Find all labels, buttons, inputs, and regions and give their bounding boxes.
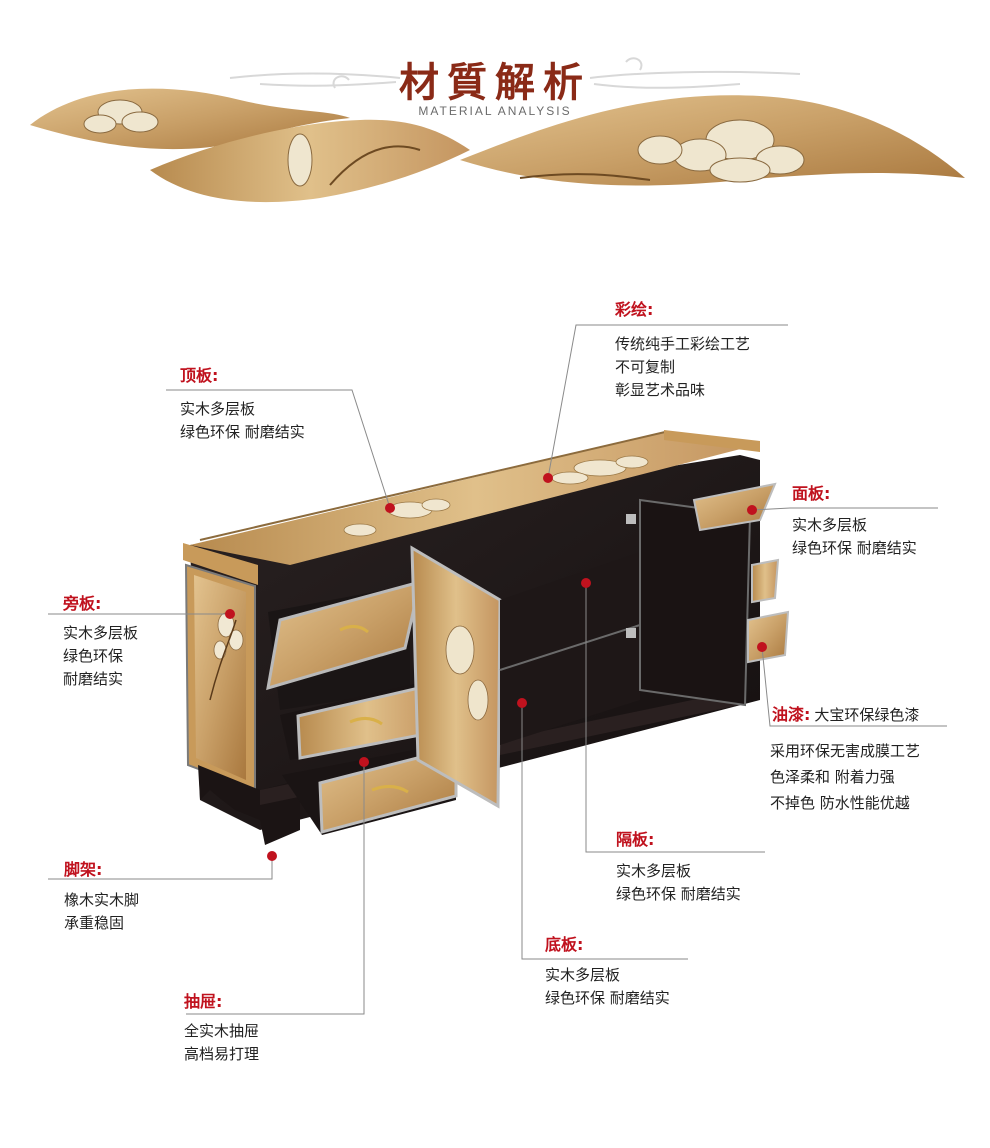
- callout-side-panel-label: 旁板:: [63, 594, 102, 613]
- callout-line: 色泽柔和 附着力强: [770, 768, 895, 786]
- callout-line: 不可复制: [615, 358, 676, 376]
- cloud-ornament: [229, 57, 801, 89]
- callout-line: 绿色环保: [63, 647, 124, 665]
- callout-line: 绿色环保 耐磨结实: [792, 539, 917, 557]
- callout-partition-label: 隔板:: [616, 830, 655, 849]
- callout-face-panel-desc: 实木多层板 绿色环保 耐磨结实: [792, 514, 917, 560]
- dot-legs: [267, 851, 277, 861]
- dot-partition: [581, 578, 591, 588]
- callout-painting-desc: 传统纯手工彩绘工艺 不可复制 彰显艺术品味: [615, 333, 750, 402]
- callout-drawer-label: 抽屉:: [184, 992, 223, 1011]
- callout-side-panel-desc: 实木多层板 绿色环保 耐磨结实: [63, 622, 138, 691]
- callout-legs-label: 脚架:: [64, 860, 103, 879]
- banner-waves: [30, 88, 965, 203]
- callout-painting-label: 彩绘:: [615, 300, 654, 319]
- dot-bottom-panel: [517, 698, 527, 708]
- callout-line: 实木多层板: [792, 516, 868, 534]
- callout-dots: [225, 473, 767, 861]
- callout-line: 实木多层板: [180, 400, 256, 418]
- callout-paint-header: 油漆:大宝环保绿色漆: [772, 701, 919, 725]
- callout-drawer-desc: 全实木抽屉 高档易打理: [184, 1020, 259, 1066]
- callout-paint-extra: 大宝环保绿色漆: [814, 706, 920, 724]
- callout-top-panel-desc: 实木多层板 绿色环保 耐磨结实: [180, 398, 305, 444]
- callout-line: 耐磨结实: [63, 670, 124, 688]
- dot-side-panel: [225, 609, 235, 619]
- callout-bottom-panel-label: 底板:: [545, 935, 584, 954]
- callout-line: 不掉色 防水性能优越: [770, 794, 910, 812]
- callout-partition-desc: 实木多层板 绿色环保 耐磨结实: [616, 860, 741, 906]
- page-subtitle: MATERIAL ANALYSIS: [418, 104, 572, 118]
- callout-bottom-panel-desc: 实木多层板 绿色环保 耐磨结实: [545, 964, 670, 1010]
- callout-line: 实木多层板: [545, 966, 621, 984]
- callout-paint-label: 油漆:: [772, 705, 811, 724]
- callout-face-panel-label: 面板:: [792, 484, 831, 503]
- callout-line: 高档易打理: [184, 1045, 260, 1063]
- cabinet: [183, 430, 790, 845]
- callout-line: 实木多层板: [63, 624, 139, 642]
- callout-line: 绿色环保 耐磨结实: [616, 885, 741, 903]
- callout-line: 采用环保无害成膜工艺: [770, 742, 921, 760]
- callout-line: 橡木实木脚: [64, 891, 140, 909]
- leader-lines: [48, 324, 947, 1015]
- callout-line: 绿色环保 耐磨结实: [180, 423, 305, 441]
- callout-line: 全实木抽屉: [184, 1022, 260, 1040]
- dot-drawer: [359, 757, 369, 767]
- callout-line: 绿色环保 耐磨结实: [545, 989, 670, 1007]
- callout-line: 承重稳固: [64, 914, 125, 932]
- dot-top-panel: [385, 503, 395, 513]
- dot-face-panel: [747, 505, 757, 515]
- callout-top-panel-label: 顶板:: [180, 366, 219, 385]
- callout-line: 传统纯手工彩绘工艺: [615, 335, 751, 353]
- callout-paint-desc: 采用环保无害成膜工艺 色泽柔和 附着力强 不掉色 防水性能优越: [770, 738, 920, 816]
- callout-legs-desc: 橡木实木脚 承重稳固: [64, 889, 139, 935]
- page-title: 材質解析: [399, 59, 591, 106]
- callout-line: 实木多层板: [616, 862, 692, 880]
- callout-line: 彰显艺术品味: [615, 381, 706, 399]
- dot-painting: [543, 473, 553, 483]
- dot-paint: [757, 642, 767, 652]
